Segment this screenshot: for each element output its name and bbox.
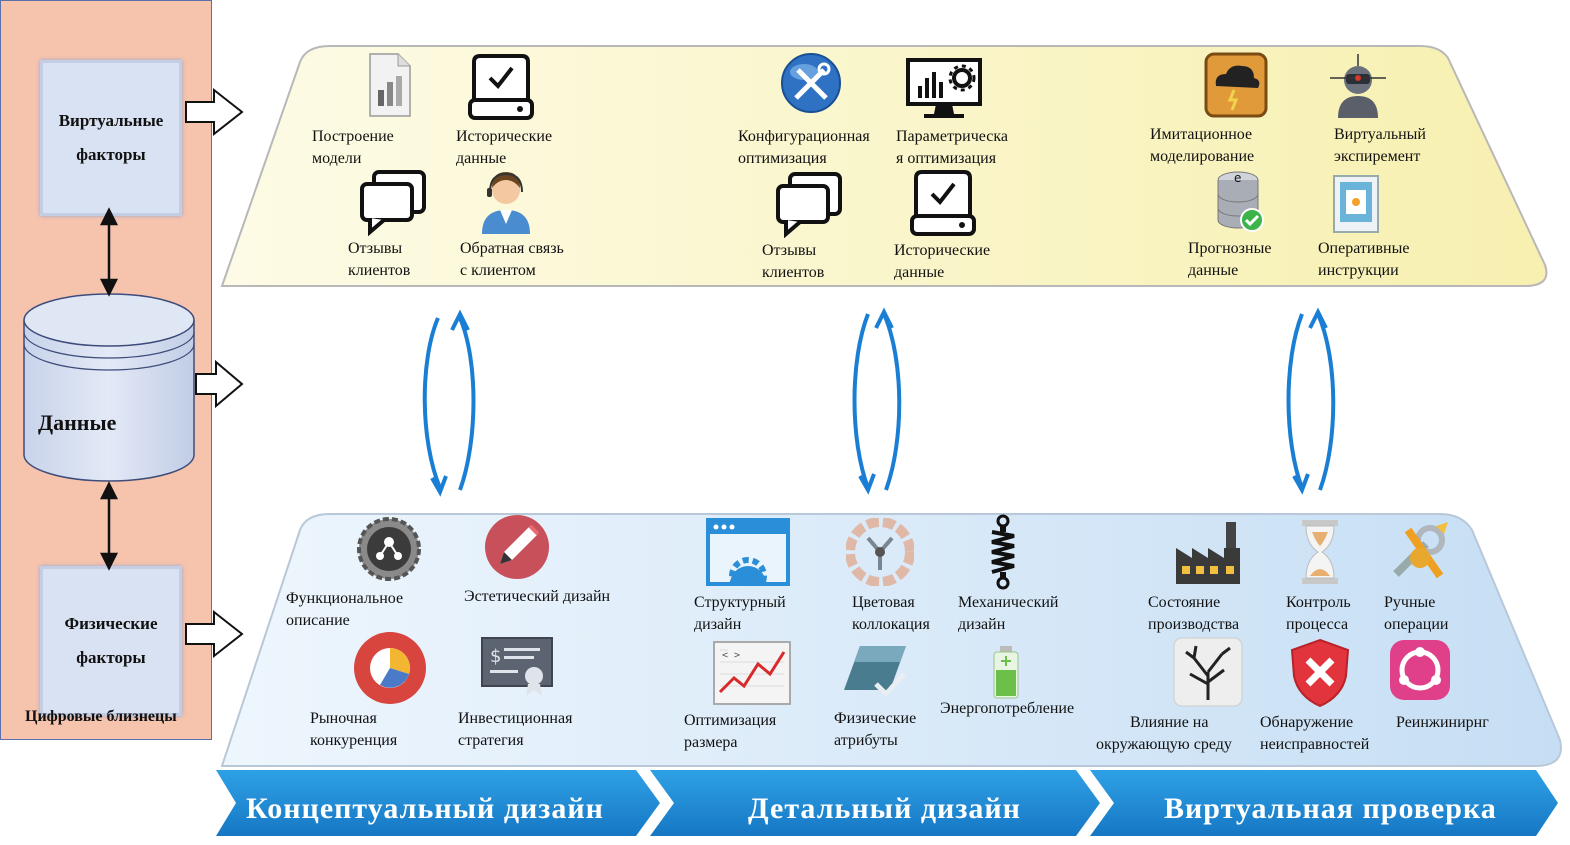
physical-arrow (185, 609, 244, 659)
color-wheel-icon (846, 518, 914, 586)
stage-band (216, 770, 1558, 836)
physical-factors-line1: Физические (64, 614, 158, 633)
virtual-factors-box: Виртуальные факторы (40, 60, 182, 216)
gear-network-icon (357, 517, 421, 581)
svg-text:< >: < > (722, 650, 740, 661)
shield-x-icon (1290, 638, 1350, 708)
monitor-settings-icon (906, 58, 982, 118)
svg-text:$: $ (490, 646, 501, 667)
virtual-arrow (185, 87, 244, 137)
physical-factors-line2: факторы (76, 648, 146, 667)
pie-chart-icon (354, 632, 426, 704)
data-physical-link (99, 481, 119, 571)
cycle-arrows-detailed (852, 307, 902, 495)
chat-bubbles-icon (776, 172, 842, 238)
aesthetic-design-label: Эстетический дизайн (464, 588, 611, 605)
support-agent-icon (482, 172, 530, 234)
checked-drive-icon (910, 170, 976, 236)
cycle-arrows-verification (1286, 307, 1336, 495)
stage-conceptual-design: Концептуальный дизайн (246, 792, 604, 825)
tree-icon (1173, 637, 1243, 707)
stage-virtual-verification: Виртуальная проверка (1164, 792, 1497, 825)
pencil-icon (485, 515, 549, 579)
virtual-factors-line1: Виртуальные (58, 111, 164, 130)
storm-cloud-icon (1204, 52, 1268, 118)
document-chart-icon (369, 53, 411, 117)
battery-icon (993, 646, 1019, 699)
digital-twins-label: Цифровые близнецы (25, 708, 177, 725)
reengineering-icon (1390, 640, 1450, 700)
data-label: Данные (38, 410, 117, 435)
physical-factors-box: Физические факторы (40, 566, 182, 716)
certificate-icon: $ (481, 637, 553, 696)
data-arrow (195, 359, 244, 409)
virtual-factors-line2: факторы (76, 145, 146, 164)
browser-gear-icon (706, 518, 790, 586)
energy-consumption-label: Энергопотребление (940, 700, 1075, 717)
checked-drive-icon (468, 54, 534, 120)
chat-bubbles-icon (360, 170, 426, 236)
vr-headset-icon (1330, 54, 1386, 118)
material-check-icon (844, 646, 906, 698)
tools-icon (1393, 522, 1448, 579)
line-chart-icon: < > (713, 641, 791, 705)
data-cylinder (23, 293, 195, 482)
spring-icon (991, 514, 1015, 590)
database-check-icon: e (1217, 171, 1264, 232)
svg-text:e: e (1234, 171, 1241, 185)
cycle-arrows-conceptual (422, 309, 476, 497)
factory-icon (1176, 522, 1240, 584)
manual-book-icon (1333, 175, 1379, 233)
virtual-data-link (99, 207, 119, 297)
hourglass-icon (1302, 520, 1338, 584)
reengineering-label: Реинжинирнг (1396, 714, 1489, 731)
tools-globe-icon (781, 53, 841, 113)
stage-detailed-design: Детальный дизайн (748, 792, 1021, 825)
